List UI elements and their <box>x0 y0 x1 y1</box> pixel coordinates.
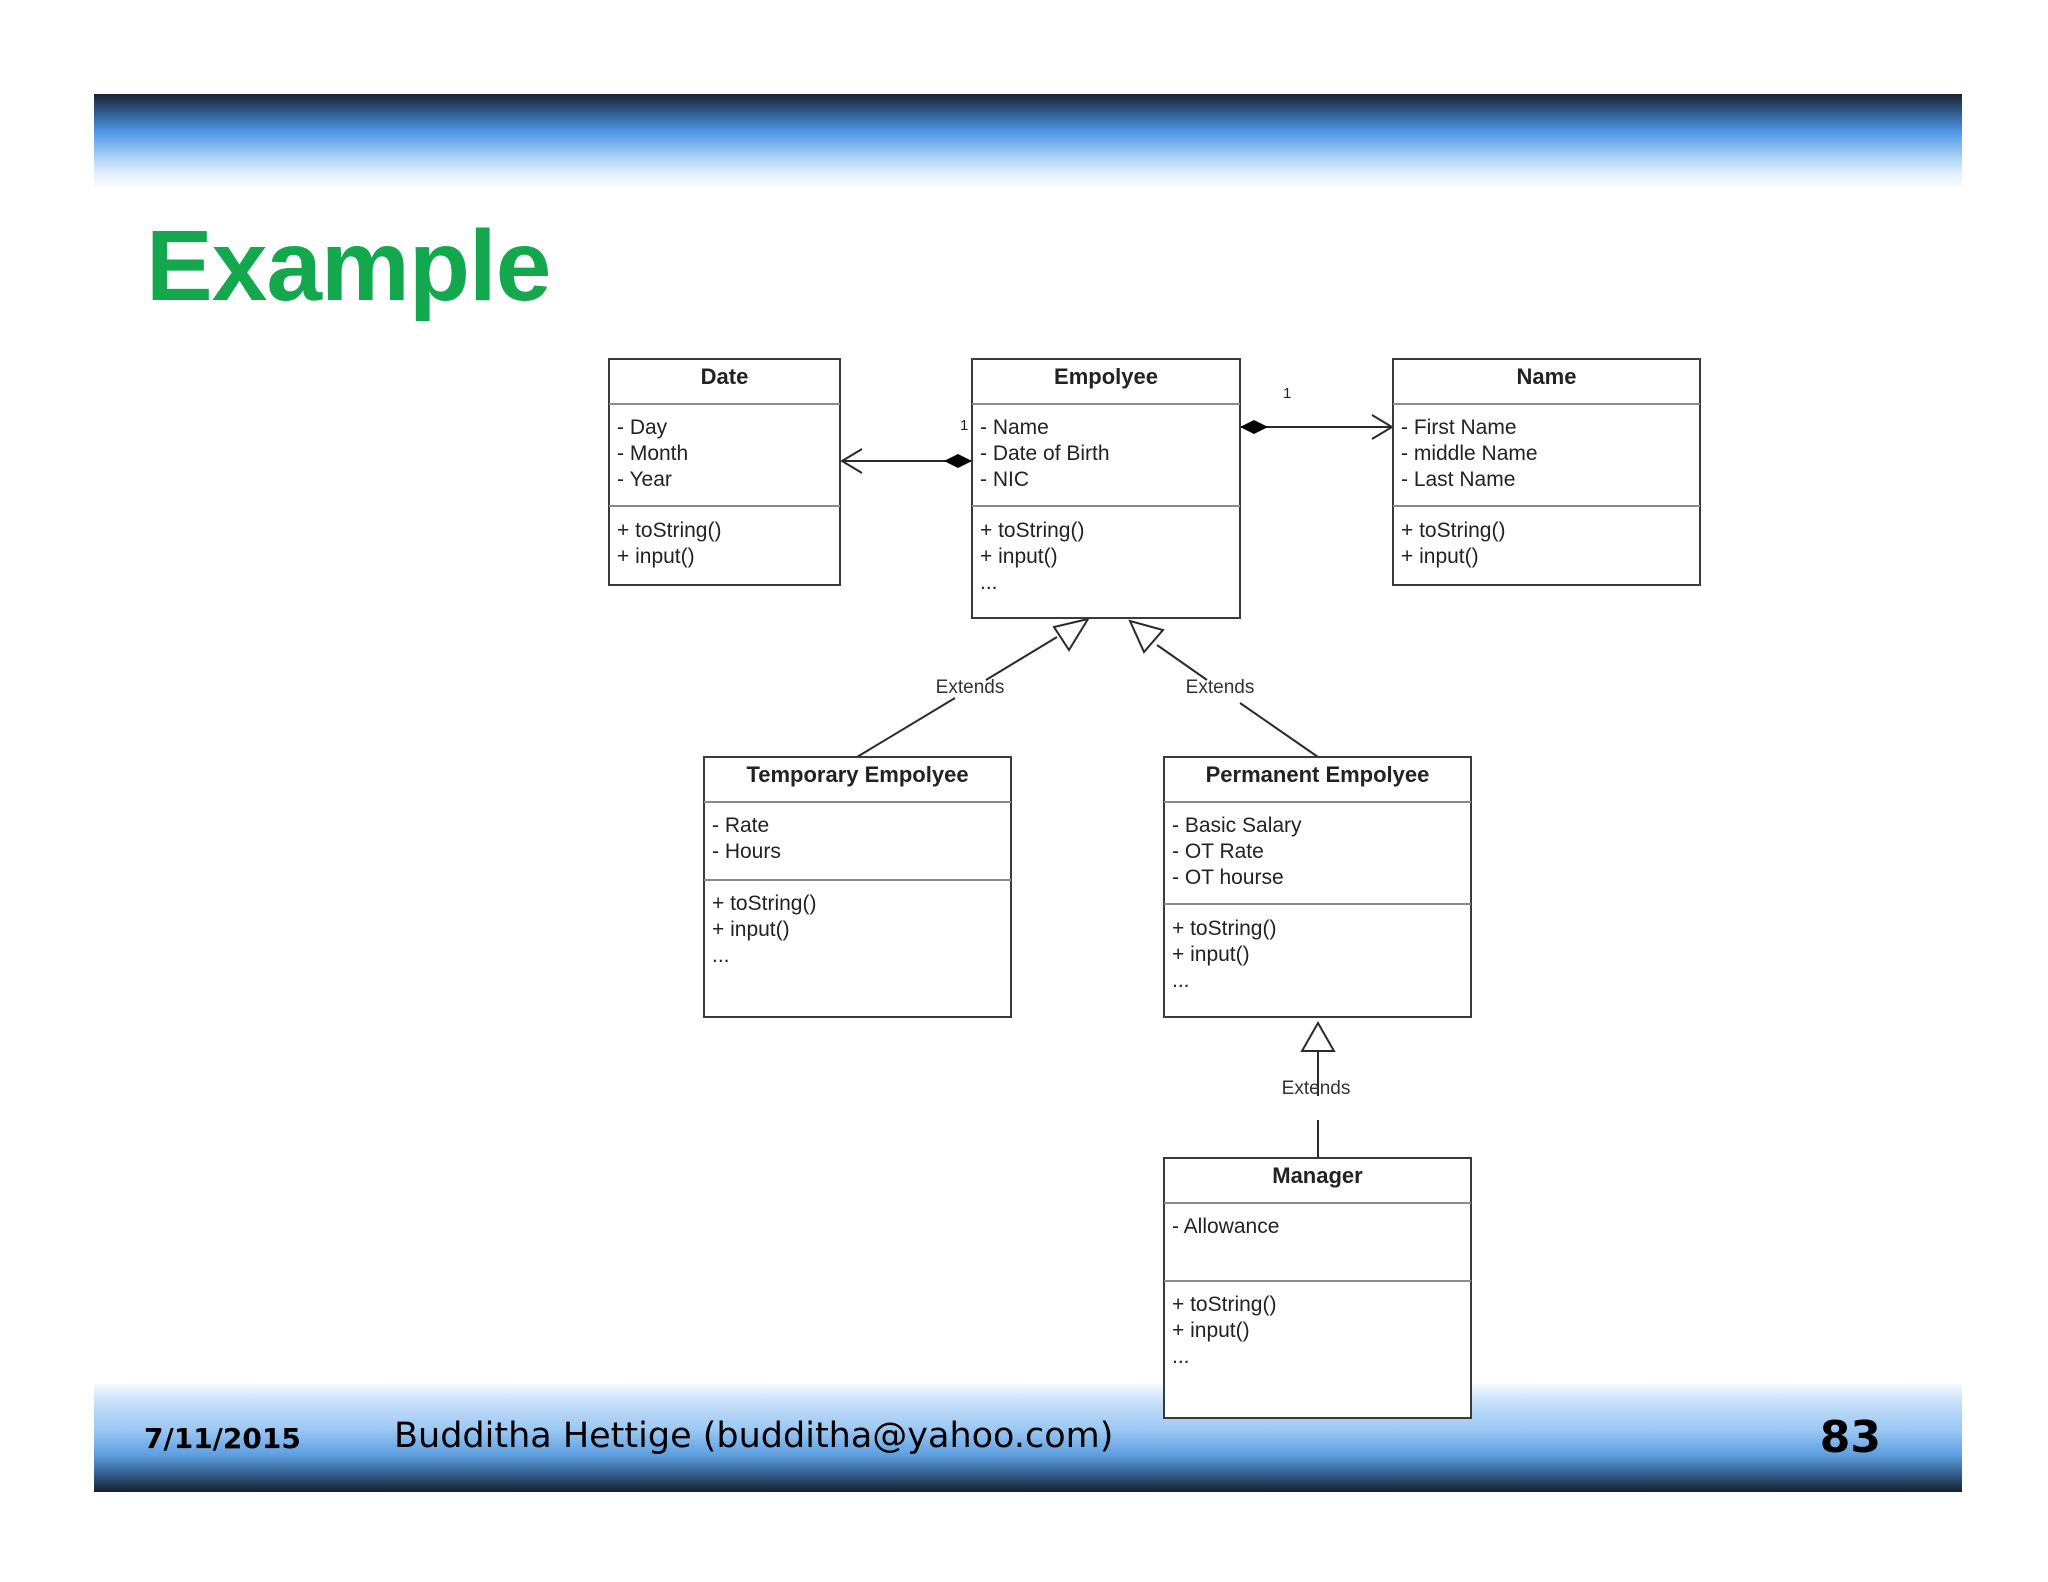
attribute: - Allowance <box>1172 1215 1279 1238</box>
attribute: - Name <box>980 416 1049 439</box>
method: + input() <box>617 545 695 568</box>
class-name: Manager <box>1272 1163 1363 1188</box>
method: + input() <box>1172 943 1250 966</box>
method-ellipsis: ... <box>1172 969 1190 992</box>
attribute: - Year <box>617 468 672 491</box>
footer-date: 7/11/2015 <box>144 1422 301 1455</box>
footer-gradient-bar <box>94 1384 1962 1492</box>
attribute: - Month <box>617 442 688 465</box>
method: + input() <box>980 545 1058 568</box>
class-temporary-employee: Temporary Empolyee - Rate - Hours + toSt… <box>703 756 1012 1018</box>
method: + toString() <box>712 892 816 915</box>
attribute: - Last Name <box>1401 468 1515 491</box>
class-name-box: Name - First Name - middle Name - Last N… <box>1392 358 1701 586</box>
attribute: - OT hourse <box>1172 866 1284 889</box>
method: + input() <box>1401 545 1479 568</box>
generalization-temporary-line <box>856 697 956 758</box>
generalization-permanent-line <box>1239 702 1319 758</box>
class-name: Temporary Empolyee <box>746 762 968 787</box>
method: + toString() <box>1172 1293 1276 1316</box>
method-ellipsis: ... <box>712 944 730 967</box>
extends-label-temporary: Extends <box>936 677 1005 698</box>
class-box <box>971 358 1241 619</box>
composition-diamond-icon <box>1240 420 1268 434</box>
footer-author: Budditha Hettige (budditha@yahoo.com) <box>394 1416 1114 1456</box>
class-employee: Empolyee - Name - Date of Birth - NIC + … <box>971 358 1241 619</box>
extends-label-permanent: Extends <box>1186 677 1255 698</box>
method: + toString() <box>980 519 1084 542</box>
class-box <box>1163 1157 1472 1419</box>
generalization-temporary-line <box>985 636 1058 681</box>
generalization-permanent-line <box>1156 644 1208 681</box>
class-name: Permanent Empolyee <box>1206 762 1430 787</box>
method-ellipsis: ... <box>1172 1345 1190 1368</box>
class-date: Date - Day - Month - Year + toString() +… <box>608 358 841 586</box>
composition-diamond-icon <box>944 454 972 468</box>
attribute: - OT Rate <box>1172 840 1264 863</box>
multiplicity-employee-name: 1 <box>1283 385 1291 402</box>
inheritance-triangle-icon <box>1300 1020 1336 1052</box>
method: + toString() <box>1172 917 1276 940</box>
attribute: - Rate <box>712 814 769 837</box>
attribute: - Hours <box>712 840 781 863</box>
class-box <box>1392 358 1701 586</box>
multiplicity-employee-date: 1 <box>960 417 968 434</box>
class-box <box>1163 756 1472 1018</box>
class-box <box>608 358 841 586</box>
class-box <box>703 756 1012 1018</box>
inheritance-triangle-icon <box>1128 619 1165 654</box>
class-name: Name <box>1517 364 1577 389</box>
method: + toString() <box>617 519 721 542</box>
slide-title: Example <box>146 210 551 322</box>
method-ellipsis: ... <box>980 571 998 594</box>
attribute: - Date of Birth <box>980 442 1110 465</box>
extends-label-manager: Extends <box>1282 1078 1351 1099</box>
method: + toString() <box>1401 519 1505 542</box>
class-name: Date <box>701 364 749 389</box>
page-number: 83 <box>1819 1412 1881 1463</box>
method: + input() <box>1172 1319 1250 1342</box>
connectors: 1 1 Extends Extends Extends <box>840 385 1394 1158</box>
open-arrow-date-icon <box>840 448 863 474</box>
inheritance-triangle-icon <box>1052 617 1091 652</box>
attribute: - First Name <box>1401 416 1517 439</box>
class-permanent-employee: Permanent Empolyee - Basic Salary - OT R… <box>1163 756 1472 1018</box>
header-gradient-bar <box>94 94 1962 186</box>
attribute: - NIC <box>980 468 1029 491</box>
class-manager: Manager - Allowance + toString() + input… <box>1163 1157 1472 1419</box>
attribute: - Basic Salary <box>1172 814 1302 837</box>
method: + input() <box>712 918 790 941</box>
attribute: - middle Name <box>1401 442 1538 465</box>
attribute: - Day <box>617 416 668 439</box>
class-name: Empolyee <box>1054 364 1158 389</box>
